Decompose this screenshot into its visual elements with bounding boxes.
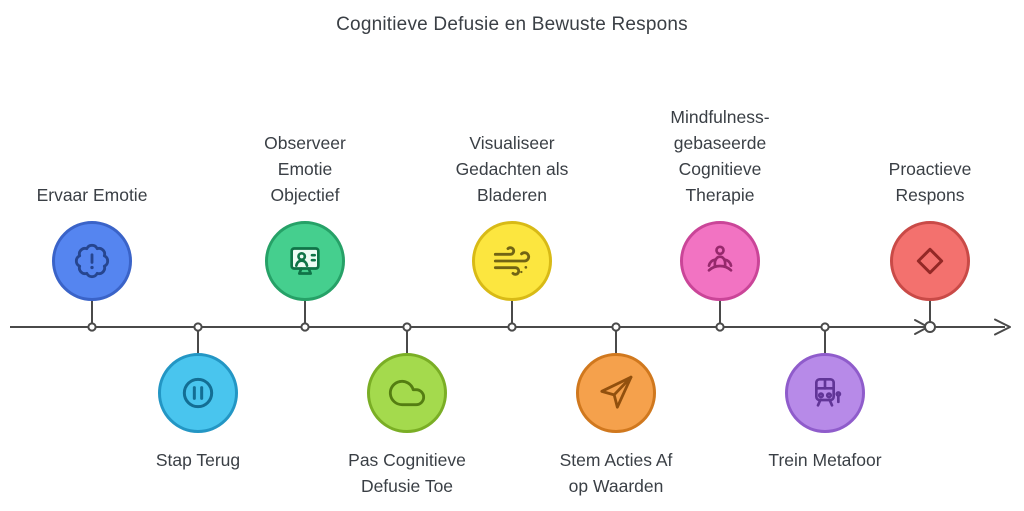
node-circle [785,353,865,433]
meditation-icon [707,245,733,272]
pause-icon [182,377,214,409]
node-label: Trein Metafoor [768,450,882,470]
diamond-icon [916,247,944,275]
node-marker [402,322,412,332]
node-circle [472,221,552,301]
node-marker [611,322,621,332]
node-label: Visualiseer Gedachten als Bladeren [455,133,569,205]
node-circle [890,221,970,301]
node-circle [367,353,447,433]
node-marker [300,322,310,332]
axis-arrowhead-icon [994,318,1011,336]
monitor-person-icon [290,247,320,275]
node-label: Proactieve Respons [888,159,972,205]
node-circle [265,221,345,301]
navigation-arrow-icon [600,375,633,409]
node-marker [820,322,830,332]
cloud-icon [388,379,426,407]
node-marker [87,322,97,332]
diagram-title: Cognitieve Defusie en Bewuste Respons [336,14,688,35]
node-label: Pas Cognitieve Defusie Toe [348,450,466,496]
node-circle [158,353,238,433]
node-label: Ervaar Emotie [36,185,148,205]
node-marker [193,322,203,332]
node-label: Observeer Emotie Objectief [264,133,346,205]
node-marker [715,322,725,332]
node-marker [507,322,517,332]
node-marker-open [924,321,936,333]
node-circle [680,221,760,301]
node-label: Mindfulness-gebaseerde Cognitieve Therap… [670,107,770,205]
train-icon [815,377,842,407]
node-circle [52,221,132,301]
thought-cloud-exclamation-icon [74,243,110,279]
node-label: Stem Acties Af op Waarden [559,450,673,496]
node-label: Stap Terug [155,450,241,470]
node-circle [576,353,656,433]
wind-icon [493,246,531,276]
